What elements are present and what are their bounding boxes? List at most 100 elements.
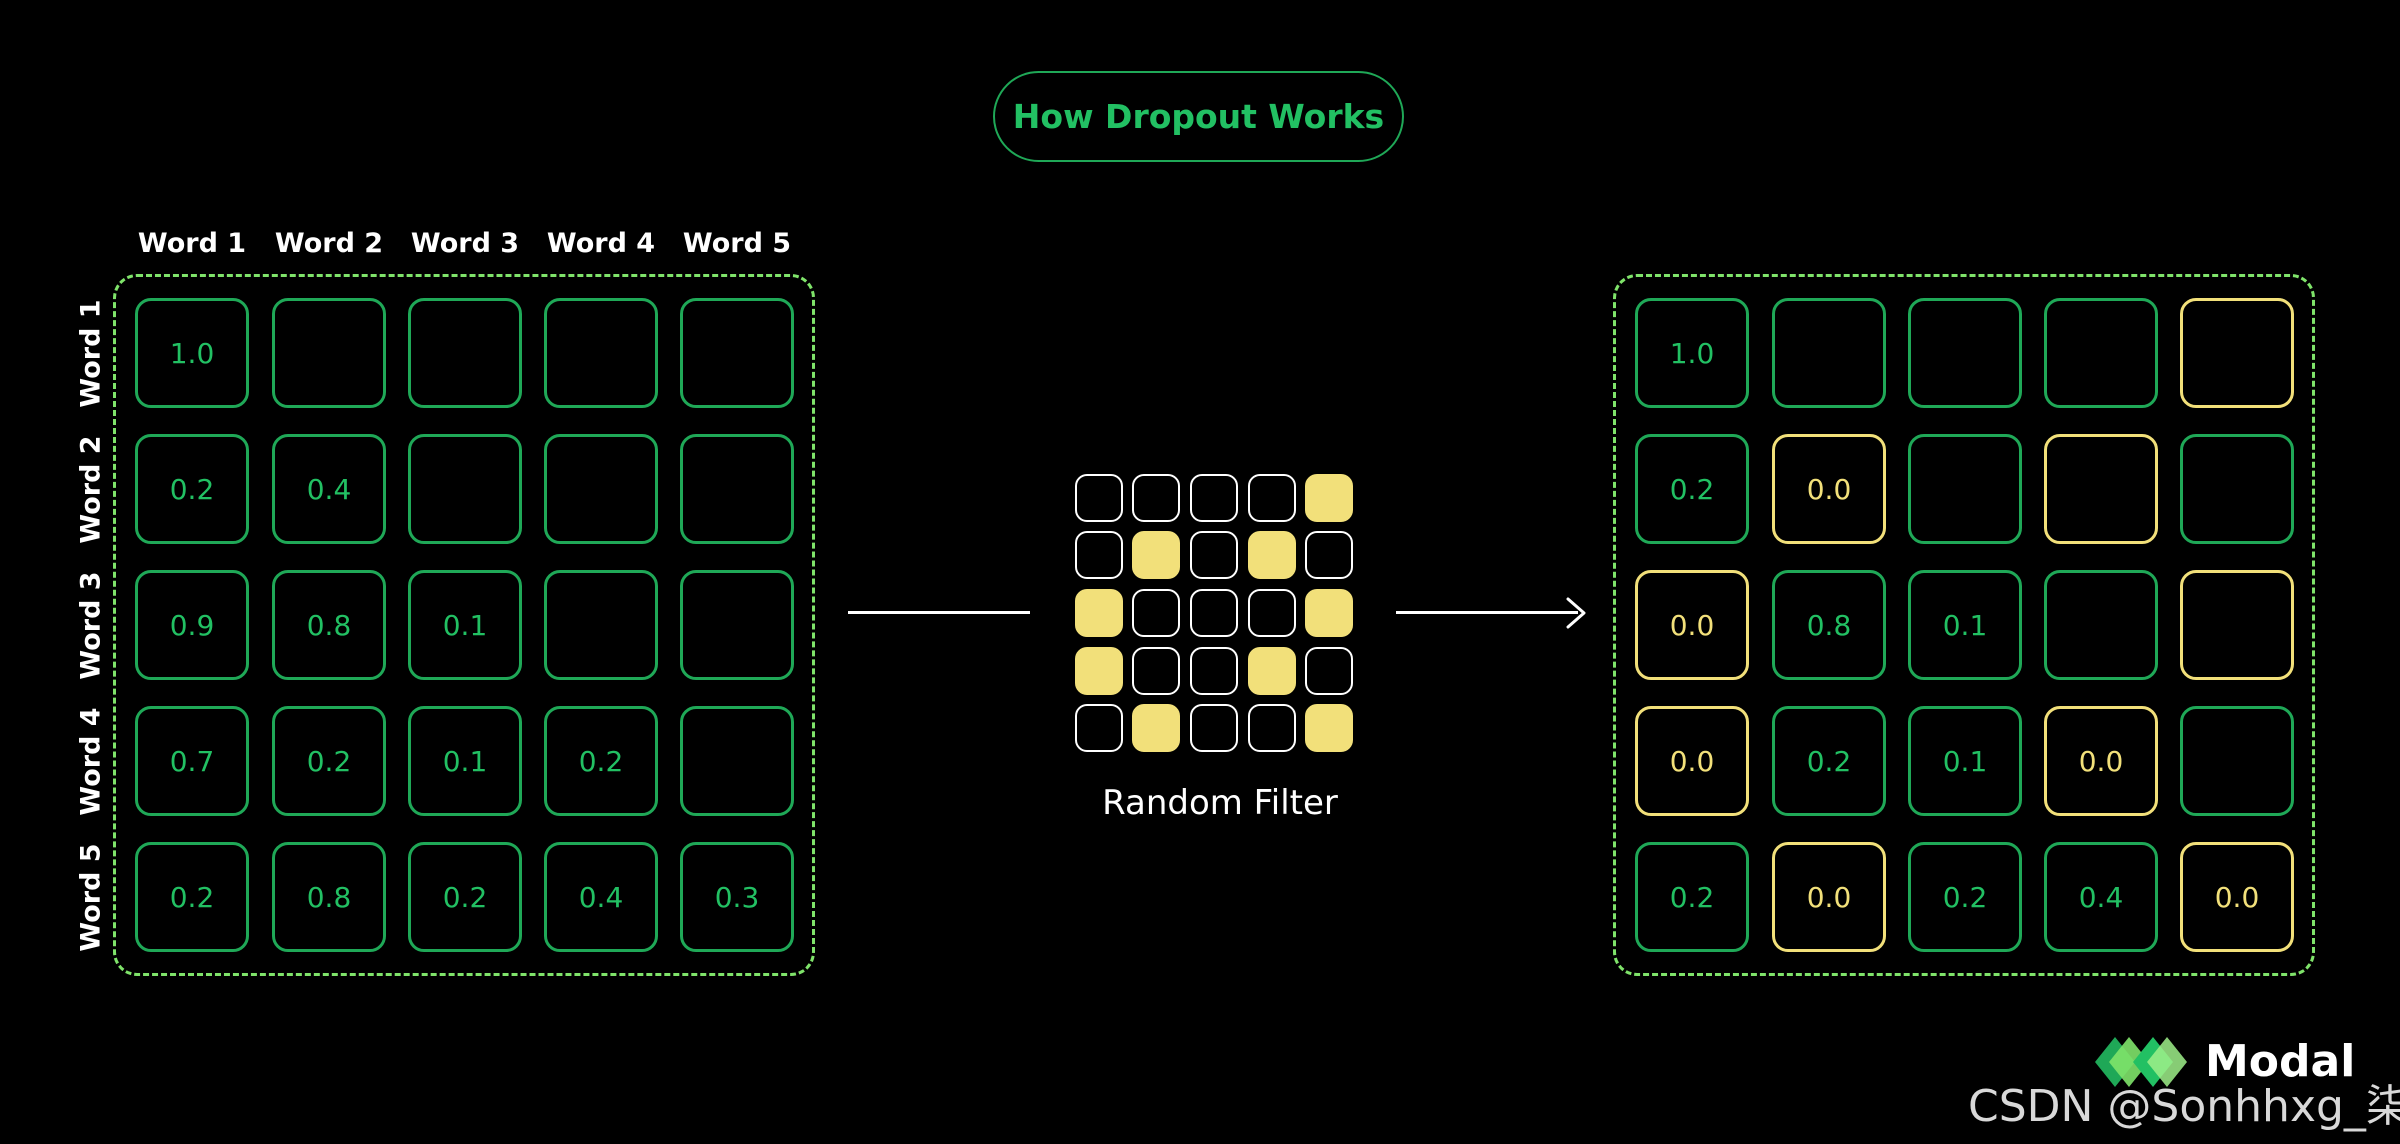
- column-label: Word 4: [546, 228, 656, 259]
- filter-cell: [1248, 589, 1296, 637]
- matrix-cell: [408, 434, 522, 544]
- dropped-cell: 0.0: [1772, 434, 1886, 544]
- cell-value: 1.0: [1669, 336, 1715, 370]
- filter-cell: [1248, 704, 1296, 752]
- cell-value: 0.9: [169, 608, 215, 642]
- output-arrow-line: [1396, 611, 1578, 614]
- filter-cell: [1075, 704, 1123, 752]
- title-pill: How Dropout Works: [993, 71, 1404, 162]
- matrix-cell: 0.1: [408, 570, 522, 680]
- row-label: Word 1: [76, 296, 107, 410]
- filter-cell: [1305, 531, 1353, 579]
- dropped-cell: [2180, 570, 2294, 680]
- filter-cell-active: [1248, 647, 1296, 695]
- matrix-cell: 0.7: [135, 706, 249, 816]
- cell-value: 0.2: [1669, 880, 1715, 914]
- filter-cell-active: [1248, 531, 1296, 579]
- cell-value: 0.1: [1942, 608, 1988, 642]
- matrix-cell: [408, 298, 522, 408]
- column-label: Word 1: [137, 228, 247, 259]
- row-label: Word 4: [76, 704, 107, 818]
- filter-cell: [1190, 474, 1238, 522]
- matrix-cell: [544, 570, 658, 680]
- filter-cell-active: [1132, 531, 1180, 579]
- matrix-cell: 1.0: [135, 298, 249, 408]
- output-matrix-frame: [1613, 274, 2315, 976]
- cell-value: 0.4: [2078, 880, 2124, 914]
- matrix-cell: [1772, 298, 1886, 408]
- matrix-cell: 0.3: [680, 842, 794, 952]
- cell-value: 0.0: [1669, 744, 1715, 778]
- cell-value: 0.7: [169, 744, 215, 778]
- brand-name: Modal: [2205, 1036, 2356, 1087]
- matrix-cell: 1.0: [1635, 298, 1749, 408]
- cell-value: 0.8: [306, 880, 352, 914]
- matrix-cell: 0.2: [408, 842, 522, 952]
- cell-value: 1.0: [169, 336, 215, 370]
- matrix-cell: 0.2: [135, 842, 249, 952]
- cell-value: 0.8: [1806, 608, 1852, 642]
- matrix-cell: 0.8: [272, 570, 386, 680]
- matrix-cell: 0.2: [1635, 434, 1749, 544]
- modal-logo-icon: [2095, 1036, 2187, 1087]
- cell-value: 0.0: [2078, 744, 2124, 778]
- matrix-cell: [1908, 434, 2022, 544]
- row-label: Word 3: [75, 568, 107, 682]
- filter-cell: [1132, 474, 1180, 522]
- cell-value: 0.2: [306, 744, 352, 778]
- cell-value: 0.3: [714, 880, 760, 914]
- matrix-cell: 0.4: [2044, 842, 2158, 952]
- dropped-cell: 0.0: [1635, 706, 1749, 816]
- cell-value: 0.8: [306, 608, 352, 642]
- cell-value: 0.2: [1942, 880, 1988, 914]
- matrix-cell: [680, 706, 794, 816]
- filter-cell: [1190, 589, 1238, 637]
- filter-label: Random Filter: [1102, 783, 1338, 823]
- column-label: Word 3: [410, 228, 520, 259]
- filter-cell-active: [1305, 704, 1353, 752]
- input-matrix-frame: [113, 274, 815, 976]
- row-label: Word 2: [76, 432, 107, 546]
- matrix-cell: [2180, 434, 2294, 544]
- filter-cell: [1305, 647, 1353, 695]
- matrix-cell: 0.2: [1908, 842, 2022, 952]
- filter-cell: [1190, 647, 1238, 695]
- matrix-cell: 0.2: [135, 434, 249, 544]
- row-label: Word 5: [75, 840, 107, 954]
- cell-value: 0.2: [442, 880, 488, 914]
- dropped-cell: [2180, 298, 2294, 408]
- cell-value: 0.4: [578, 880, 624, 914]
- watermark: CSDN @Sonhhxg_柒: [1968, 1081, 2400, 1132]
- input-connector-line: [848, 611, 1030, 614]
- filter-cell: [1132, 647, 1180, 695]
- matrix-cell: 0.2: [544, 706, 658, 816]
- cell-value: 0.0: [1806, 880, 1852, 914]
- filter-cell-active: [1305, 589, 1353, 637]
- cell-value: 0.2: [1806, 744, 1852, 778]
- matrix-cell: 0.4: [272, 434, 386, 544]
- cell-value: 0.2: [169, 472, 215, 506]
- matrix-cell: 0.8: [1772, 570, 1886, 680]
- cell-value: 0.0: [1806, 472, 1852, 506]
- matrix-cell: 0.2: [272, 706, 386, 816]
- diagram-title: How Dropout Works: [1012, 97, 1385, 136]
- matrix-cell: [544, 434, 658, 544]
- cell-value: 0.1: [442, 608, 488, 642]
- filter-cell: [1190, 704, 1238, 752]
- matrix-cell: 0.2: [1772, 706, 1886, 816]
- column-label: Word 5: [682, 228, 792, 259]
- dropped-cell: 0.0: [1772, 842, 1886, 952]
- filter-cell-active: [1132, 704, 1180, 752]
- row-label-text: Word 3: [75, 570, 107, 680]
- matrix-cell: [2044, 298, 2158, 408]
- brand-logo: Modal: [2095, 1036, 2355, 1087]
- filter-cell: [1190, 531, 1238, 579]
- filter-cell: [1075, 474, 1123, 522]
- cell-value: 0.2: [169, 880, 215, 914]
- filter-cell: [1132, 589, 1180, 637]
- dropped-cell: 0.0: [2180, 842, 2294, 952]
- row-label-text: Word 5: [75, 842, 107, 952]
- dropped-cell: [2044, 434, 2158, 544]
- matrix-cell: [544, 298, 658, 408]
- matrix-cell: [680, 298, 794, 408]
